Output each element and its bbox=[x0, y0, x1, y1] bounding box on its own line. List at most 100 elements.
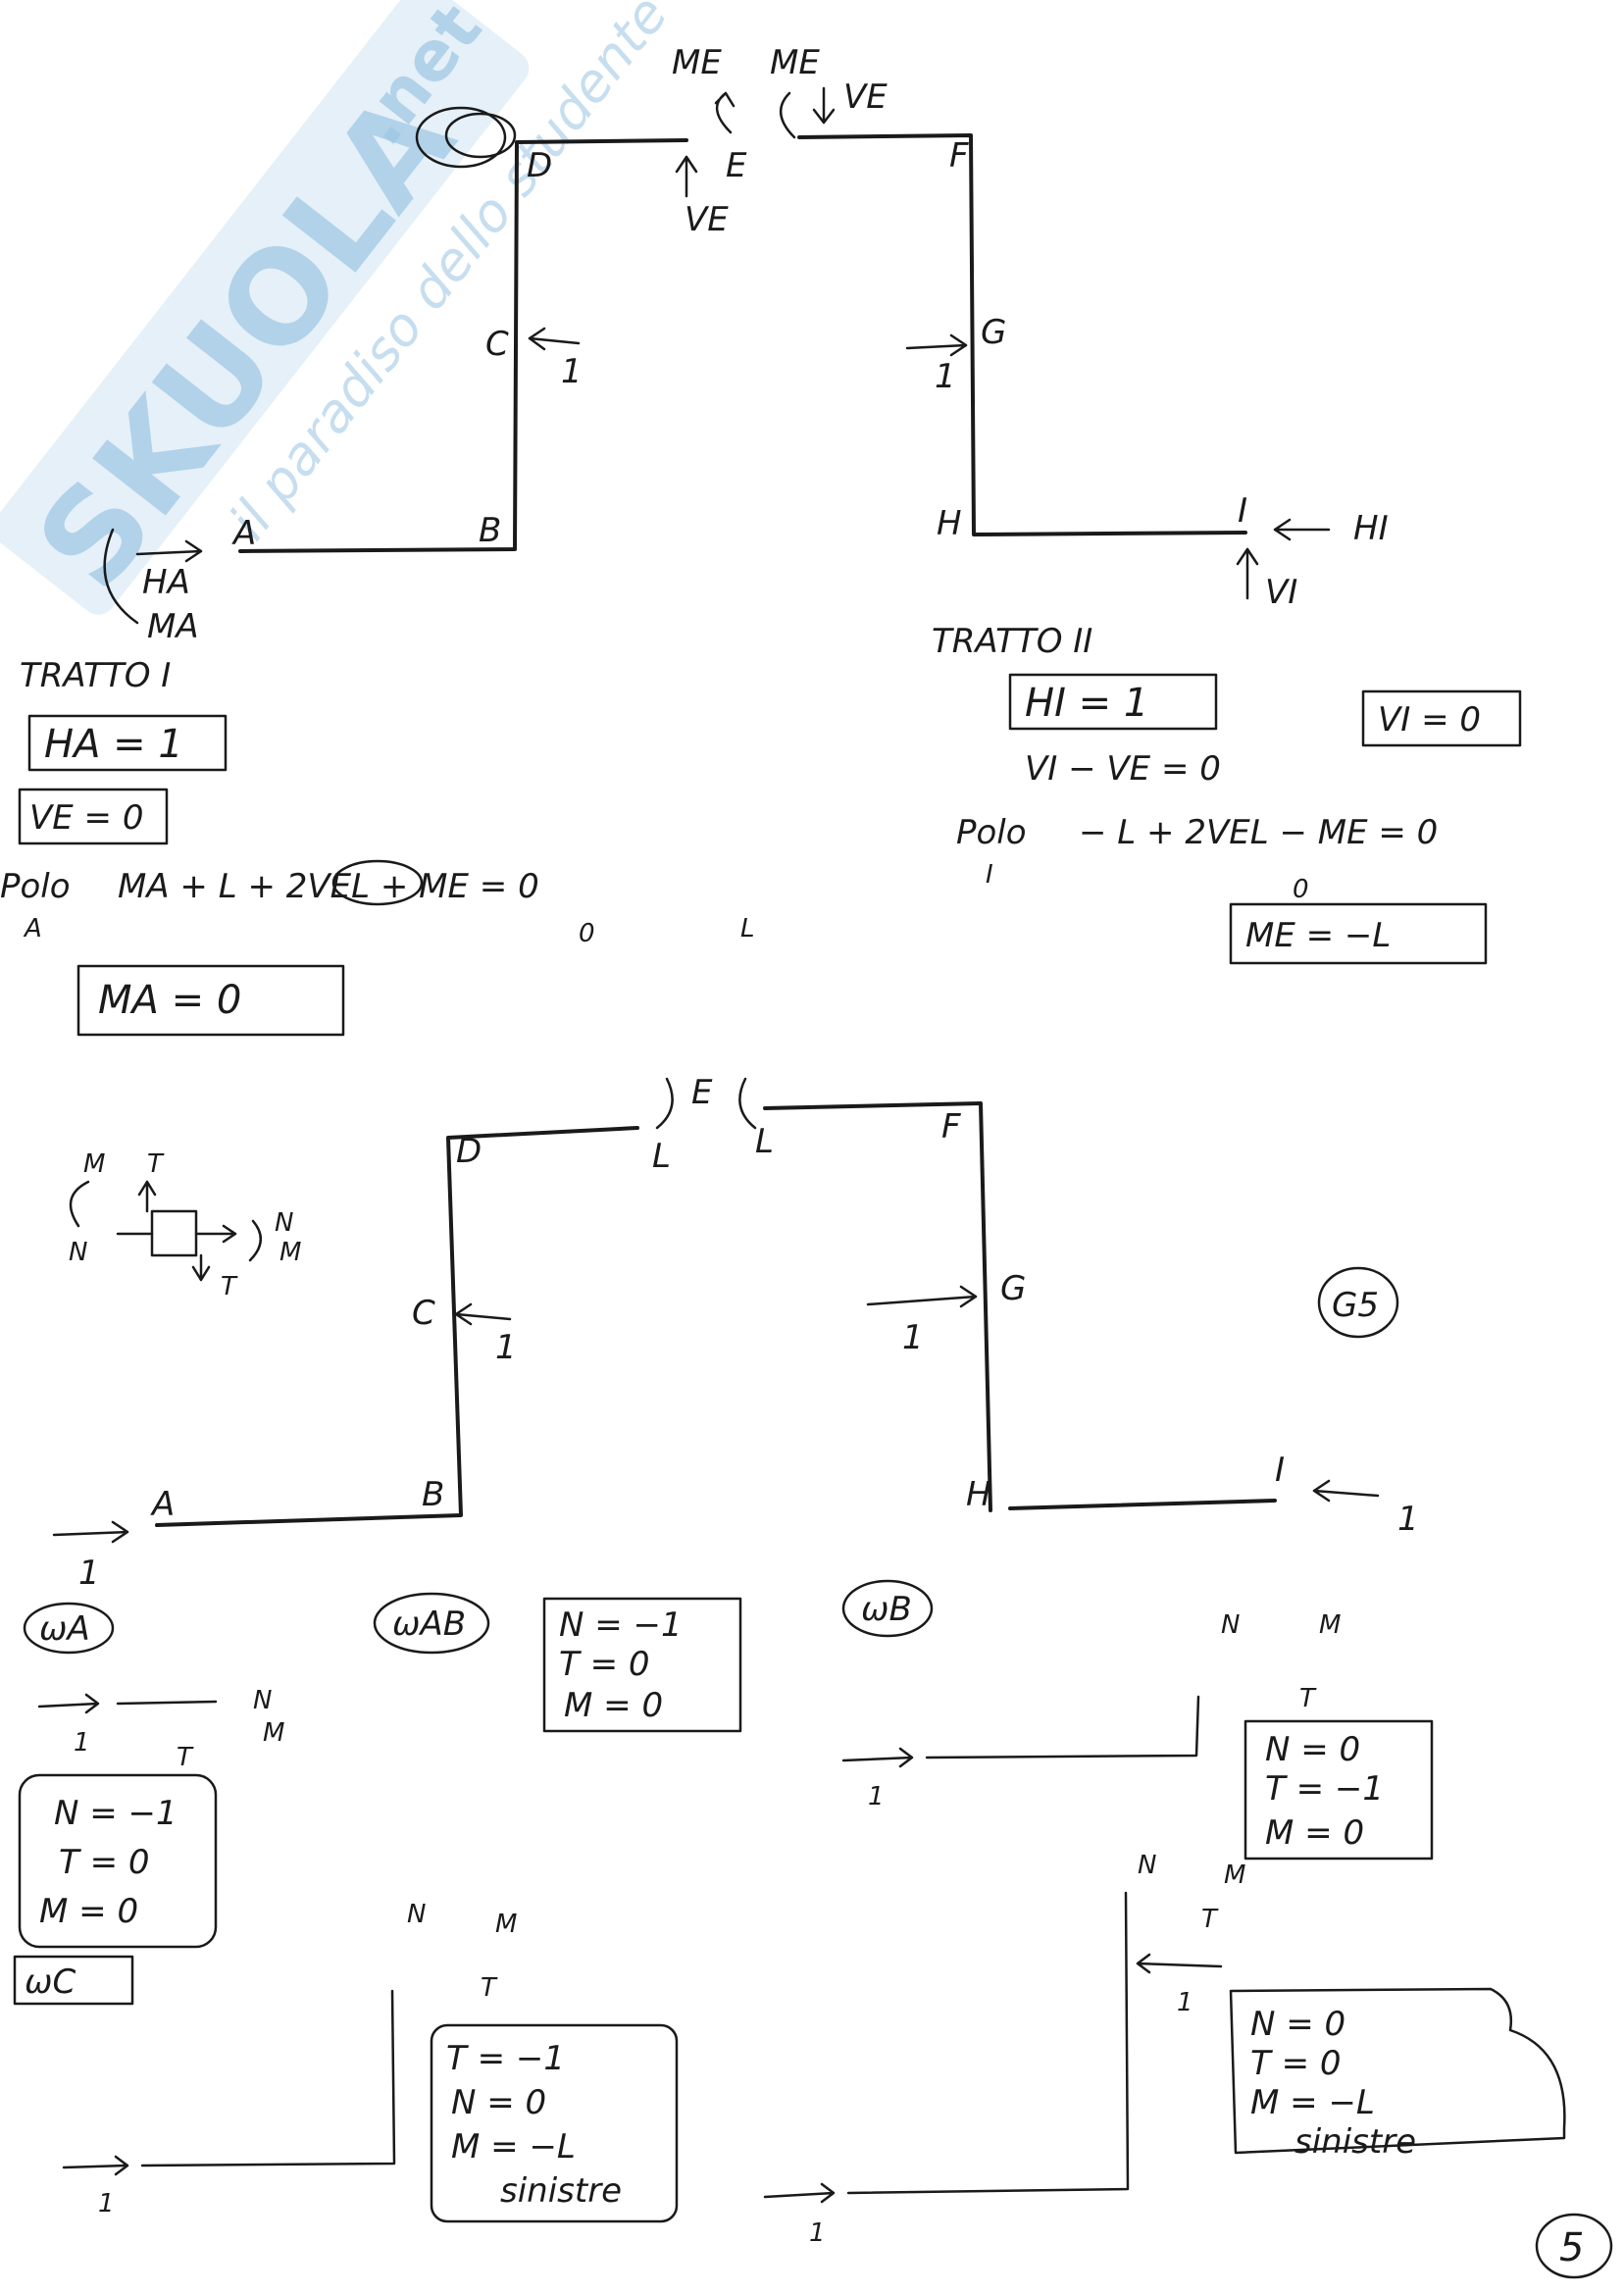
section-wA: ωA 1 N M T N = −1 T = 0 M = 0 bbox=[18, 1602, 284, 1949]
moment2-arc-right bbox=[738, 1077, 757, 1130]
reaction-arrow-VI bbox=[1236, 547, 1259, 600]
tratto-2-line-1: HI = 1 bbox=[1025, 681, 1148, 726]
convention-T2-label: T bbox=[221, 1272, 238, 1301]
page-number-value: 5 bbox=[1559, 2225, 1584, 2270]
load2-arrow-I bbox=[1312, 1479, 1380, 1503]
section-wD-box-line-1: N = 0 bbox=[1250, 2005, 1345, 2044]
tratto-1-polo-sub: A bbox=[23, 914, 42, 943]
section-wD-load bbox=[763, 1891, 1130, 2204]
reaction-arrow-HI bbox=[1273, 518, 1331, 541]
convention-moment-right bbox=[248, 1219, 262, 1262]
convention-shear-right bbox=[191, 1253, 211, 1282]
section-wD-load-side: 1 bbox=[1177, 1988, 1193, 2017]
node-C-label: C bbox=[485, 325, 509, 364]
section-wB-box-line-2: T = −1 bbox=[1265, 1769, 1384, 1809]
moment-ME-right-label: ME bbox=[770, 43, 820, 82]
sign-convention: N M T N M T bbox=[69, 1149, 301, 1301]
section-wA-box-line-2: T = 0 bbox=[59, 1843, 150, 1882]
node2-C-label: C bbox=[412, 1294, 435, 1333]
shear-arrow-VE-top bbox=[812, 86, 836, 125]
frame2-right-path bbox=[763, 1101, 1277, 1512]
reaction-MA-label: MA bbox=[147, 607, 199, 646]
load2-arrow-G bbox=[866, 1285, 978, 1308]
convention-N-label: N bbox=[69, 1238, 87, 1267]
section-wD-box bbox=[1229, 1987, 1566, 2155]
frame-left-path bbox=[238, 138, 688, 553]
section-wC-box-line-4: sinistre bbox=[500, 2171, 622, 2211]
tratto-1-eq-L: L bbox=[740, 914, 755, 943]
load-arrow-G bbox=[905, 333, 968, 357]
section-wA-tag: ωA bbox=[39, 1609, 90, 1649]
tratto-2-box-1 bbox=[1008, 673, 1218, 731]
section-wC-load-value: 1 bbox=[98, 2189, 115, 2218]
section-wA-box-line-3: M = 0 bbox=[39, 1892, 138, 1931]
moment2-right-label: L bbox=[755, 1122, 774, 1161]
tratto-1-eq-zero: 0 bbox=[579, 919, 595, 948]
section-wC-box-line-3: M = −L bbox=[451, 2127, 576, 2167]
node2-D-label: D bbox=[456, 1132, 482, 1171]
section-wD-M: M bbox=[1224, 1861, 1245, 1890]
shear-arrow-VE-bottom bbox=[675, 155, 698, 198]
tratto-1: TRATTO I HA = 1 VE = 0 Polo A MA + L + 2… bbox=[0, 656, 755, 1037]
section-wA-T: T bbox=[177, 1743, 194, 1772]
node2-E-label: E bbox=[691, 1073, 713, 1112]
load-G-value: 1 bbox=[935, 357, 956, 396]
node2-F-label: F bbox=[941, 1107, 961, 1147]
section-wB: ωB 1 N M T N = 0 T = −1 M = 0 bbox=[841, 1579, 1434, 1861]
section-wD-load-bottom: 1 bbox=[809, 2218, 826, 2248]
node2-B-label: B bbox=[422, 1475, 444, 1514]
node2-H-label: H bbox=[966, 1475, 991, 1514]
reaction-arc-MA bbox=[103, 528, 139, 625]
section-wA-load-value: 1 bbox=[74, 1728, 90, 1758]
load2-A-value: 1 bbox=[78, 1554, 100, 1593]
convention-M-label: M bbox=[83, 1149, 105, 1179]
node2-I-label: I bbox=[1275, 1451, 1285, 1490]
figure-2-frame: A B C D E F G H I L L 1 1 1 1 G5 bbox=[52, 1073, 1419, 1593]
circled-marker bbox=[1317, 1266, 1399, 1339]
section-wB-N: N bbox=[1221, 1610, 1240, 1640]
section-wB-tag: ωB bbox=[861, 1590, 912, 1629]
section-wC-load bbox=[62, 1989, 396, 2176]
section-wA-box bbox=[18, 1773, 218, 1949]
scribble-mark bbox=[415, 106, 507, 169]
section-wC: ωC 1 N M T T = −1 N = 0 M = −L sinistre bbox=[13, 1900, 679, 2223]
moment-arc-ME-right bbox=[780, 91, 796, 139]
section-wD-N: N bbox=[1138, 1851, 1156, 1880]
tratto-1-result-box bbox=[76, 964, 345, 1037]
moment-arc-ME-left bbox=[714, 91, 736, 134]
section-wC-tag: ωC bbox=[25, 1963, 76, 2002]
section-wD-box-line-3: M = −L bbox=[1250, 2083, 1375, 2122]
load2-G-value: 1 bbox=[902, 1318, 924, 1357]
node2-A-label: A bbox=[150, 1485, 175, 1524]
node2-G-label: G bbox=[1000, 1269, 1026, 1308]
convention-T-label: T bbox=[147, 1149, 165, 1179]
section-wB-T: T bbox=[1299, 1684, 1317, 1713]
reaction-VI-label: VI bbox=[1265, 573, 1297, 612]
section-wAB-box-line-3: M = 0 bbox=[564, 1686, 663, 1725]
tratto-2-eq-zero: 0 bbox=[1293, 875, 1309, 904]
tratto-1-result: MA = 0 bbox=[98, 978, 241, 1023]
section-tag-circle bbox=[23, 1602, 115, 1655]
convention-moment-left bbox=[69, 1180, 90, 1228]
tratto-1-heading: TRATTO I bbox=[20, 656, 171, 695]
node-G-label: G bbox=[981, 313, 1006, 352]
section-wB-box-line-1: N = 0 bbox=[1265, 1730, 1360, 1769]
tratto-2-equation: − L + 2VEL − ME = 0 bbox=[1079, 813, 1438, 852]
node-A-label: A bbox=[231, 514, 256, 553]
tratto-2-line-2: VI − VE = 0 bbox=[1025, 749, 1221, 789]
circled-marker-label: G5 bbox=[1332, 1286, 1379, 1325]
convention-N2-label: N bbox=[275, 1208, 293, 1238]
section-wD-side-load bbox=[1136, 1953, 1223, 1974]
moment-ME-left-label: ME bbox=[672, 43, 722, 82]
scribble-mark bbox=[331, 859, 424, 906]
page-number: 5 bbox=[1535, 2213, 1613, 2279]
tratto-2: TRATTO II HI = 1 VI = 0 VI − VE = 0 Polo… bbox=[932, 622, 1522, 965]
tratto-2-box-vi bbox=[1361, 689, 1522, 747]
node-I-label: I bbox=[1238, 491, 1247, 531]
reaction-arrow-HA bbox=[135, 539, 203, 563]
figure-1-frame: A B C D E F G H I 1 1 HA MA HI VI ME ME … bbox=[103, 43, 1389, 646]
load-arrow-C bbox=[528, 327, 581, 351]
load2-arrow-A bbox=[52, 1520, 129, 1544]
section-wB-box bbox=[1243, 1719, 1434, 1861]
